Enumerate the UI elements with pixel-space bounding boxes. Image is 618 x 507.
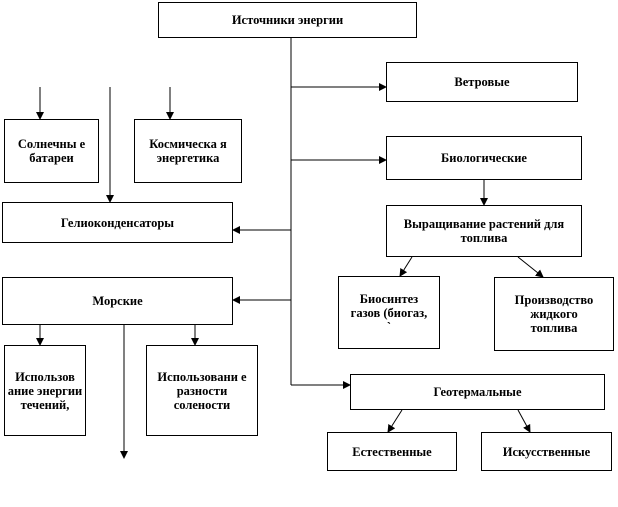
node-biogas-label: Биосинтез газов (биогаз, ` bbox=[350, 291, 428, 334]
node-salinity: Использовани е разности солености bbox=[146, 345, 258, 436]
node-bio-label: Биологические bbox=[441, 151, 527, 165]
node-root: Источники энергии bbox=[158, 2, 417, 38]
arrow-to-natural bbox=[387, 409, 403, 433]
node-liquid-label: Производство жидкого топлива bbox=[514, 293, 594, 335]
node-natural-label: Естественные bbox=[352, 444, 432, 459]
node-sea-label: Морские bbox=[92, 294, 143, 308]
node-currents: Использов ание энергии течений, bbox=[4, 345, 86, 436]
node-root-label: Источники энергии bbox=[231, 13, 344, 27]
node-sea: Морские bbox=[2, 277, 233, 325]
arrow-to-biogas bbox=[399, 256, 413, 277]
node-artificial-label: Искусственные bbox=[502, 444, 591, 459]
node-bio: Биологические bbox=[386, 136, 582, 180]
node-natural: Естественные bbox=[327, 432, 457, 471]
node-currents-label: Использов ание энергии течений, bbox=[7, 369, 83, 412]
node-wind-label: Ветровые bbox=[454, 75, 510, 89]
arrow-to-liquid bbox=[517, 256, 544, 278]
node-plants: Выращивание растений для топлива bbox=[386, 205, 582, 257]
node-helio: Гелиоконденсаторы bbox=[2, 202, 233, 243]
node-liquid: Производство жидкого топлива bbox=[494, 277, 614, 351]
node-space-energy: Космическа я энергетика bbox=[134, 119, 242, 183]
node-artificial: Искусственные bbox=[481, 432, 612, 471]
node-solar-batteries: Солнечны е батареи bbox=[4, 119, 99, 183]
node-salinity-label: Использовани е разности солености bbox=[157, 369, 247, 412]
node-solar-batteries-label: Солнечны е батареи bbox=[17, 137, 86, 165]
node-wind: Ветровые bbox=[386, 62, 578, 102]
node-geo: Геотермальные bbox=[350, 374, 605, 410]
node-plants-label: Выращивание растений для топлива bbox=[403, 217, 565, 245]
arrow-to-artificial bbox=[517, 409, 531, 433]
node-helio-label: Гелиоконденсаторы bbox=[60, 215, 175, 230]
node-geo-label: Геотермальные bbox=[433, 385, 522, 399]
node-space-energy-label: Космическа я энергетика bbox=[149, 137, 227, 165]
node-biogas: Биосинтез газов (биогаз, ` bbox=[338, 276, 440, 349]
